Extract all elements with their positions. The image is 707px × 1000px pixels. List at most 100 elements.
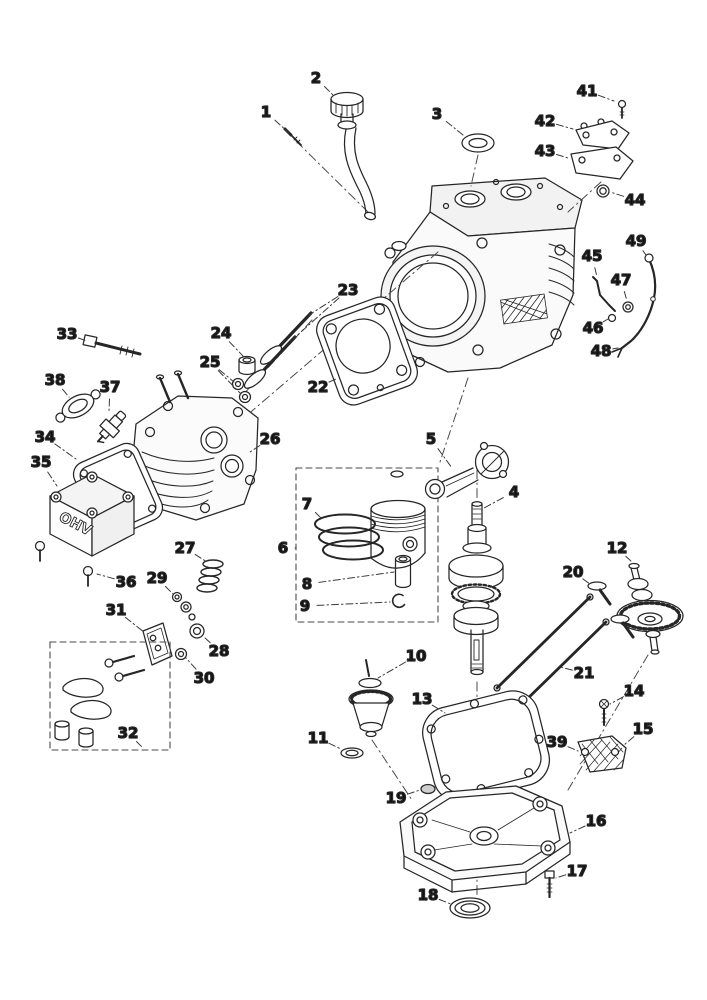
spark-plug [96, 410, 127, 444]
part-number-3: 3 [432, 105, 442, 123]
part-number-35: 35 [31, 453, 52, 471]
part-number-49: 49 [626, 232, 647, 250]
part-number-48: 48 [591, 342, 612, 360]
callout-9: 9 [299, 596, 391, 616]
part-number-21: 21 [574, 664, 595, 682]
part-number-47: 47 [611, 271, 632, 289]
part-number-9: 9 [300, 597, 310, 615]
mounting-bracket [577, 735, 627, 773]
callout-8: 8 [301, 571, 395, 594]
valve-spring-washers [231, 377, 252, 404]
leader-line-48 [612, 347, 619, 350]
part-number-44: 44 [625, 191, 646, 209]
leader-line-33 [77, 337, 88, 342]
callout-31: 31 [105, 600, 145, 633]
leader-line-12 [625, 555, 634, 564]
callout-34: 34 [34, 427, 77, 460]
leader-line-23 [308, 296, 339, 316]
callout-37: 37 [99, 377, 121, 412]
callout-3: 3 [431, 104, 464, 136]
piston-pin [394, 554, 412, 589]
callout-30: 30 [185, 657, 215, 688]
leader-line-13 [431, 704, 446, 714]
leader-line-11 [328, 742, 342, 750]
part-number-27: 27 [175, 539, 196, 557]
leader-line-25 [218, 369, 235, 383]
part-number-5: 5 [426, 430, 436, 448]
callout-5: 5 [425, 429, 453, 469]
callout-13: 13 [411, 689, 446, 714]
part-number-41: 41 [577, 82, 598, 100]
leader-line-18 [438, 898, 452, 905]
spring-retainers [171, 591, 205, 661]
exhaust-gasket [55, 389, 101, 423]
leader-line-25 [217, 370, 242, 395]
part-number-13: 13 [412, 690, 433, 708]
callout-16: 16 [569, 811, 607, 834]
leader-line-14 [609, 696, 624, 705]
pan-bolt [544, 870, 555, 899]
callout-38: 38 [44, 370, 70, 398]
part-number-11: 11 [308, 729, 329, 747]
leader-line-36 [96, 573, 115, 580]
leader-line-38 [62, 388, 70, 398]
callout-49: 49 [625, 231, 647, 256]
leader-line-7 [315, 512, 323, 520]
governor-lever [611, 253, 657, 358]
part-number-24: 24 [211, 324, 232, 342]
leader-line-23 [292, 297, 340, 340]
leader-line-42 [556, 123, 574, 130]
leader-line-37 [108, 398, 110, 412]
part-number-7: 7 [302, 495, 312, 513]
callout-18: 18 [417, 885, 452, 905]
crankshaft [448, 501, 504, 676]
breather-gasket [570, 146, 634, 180]
leader-line-22 [328, 378, 337, 383]
part-number-17: 17 [567, 862, 588, 880]
leader-line-5 [437, 448, 453, 469]
head-bolt [82, 334, 142, 358]
valve-stem-seal [238, 355, 256, 376]
block-label-plate [500, 293, 548, 325]
part-number-42: 42 [535, 112, 556, 130]
callout-22: 22 [307, 377, 337, 397]
guide-plate [142, 622, 173, 666]
pin-circlip [391, 593, 406, 609]
piston-rings [314, 513, 384, 561]
leader-line-10 [377, 661, 407, 679]
callout-23: 23 [292, 280, 359, 340]
callout-15: 15 [623, 719, 654, 746]
governor-washer-47 [622, 301, 634, 313]
leader-line-26 [249, 445, 261, 453]
part-number-37: 37 [100, 378, 121, 396]
callout-17: 17 [555, 861, 588, 881]
intake-exhaust-valves [243, 311, 313, 389]
part-number-4: 4 [509, 483, 519, 501]
part-number-26: 26 [260, 430, 281, 448]
block-cooling-fins [548, 243, 575, 306]
part-number-6: 6 [278, 539, 288, 557]
kit-screws [104, 654, 146, 682]
oil-pan [399, 785, 571, 893]
part-number-34: 34 [35, 428, 56, 446]
callout-2: 2 [310, 68, 334, 96]
valve-caps [54, 720, 94, 748]
leader-line-21 [559, 666, 573, 671]
leader-line-30 [185, 657, 197, 670]
tappets [587, 581, 635, 639]
part-number-33: 33 [57, 325, 78, 343]
leader-line-39 [567, 746, 579, 752]
leader-line-31 [124, 616, 145, 633]
part-number-16: 16 [586, 812, 607, 830]
part-number-43: 43 [535, 142, 556, 160]
leader-line-43 [556, 154, 569, 159]
leader-line-34 [54, 443, 77, 460]
callout-35: 35 [30, 452, 58, 487]
part-number-12: 12 [607, 539, 628, 557]
callout-11: 11 [307, 728, 342, 750]
callout-39: 39 [546, 732, 579, 752]
part-number-10: 10 [406, 647, 427, 665]
part-number-14: 14 [624, 682, 645, 700]
